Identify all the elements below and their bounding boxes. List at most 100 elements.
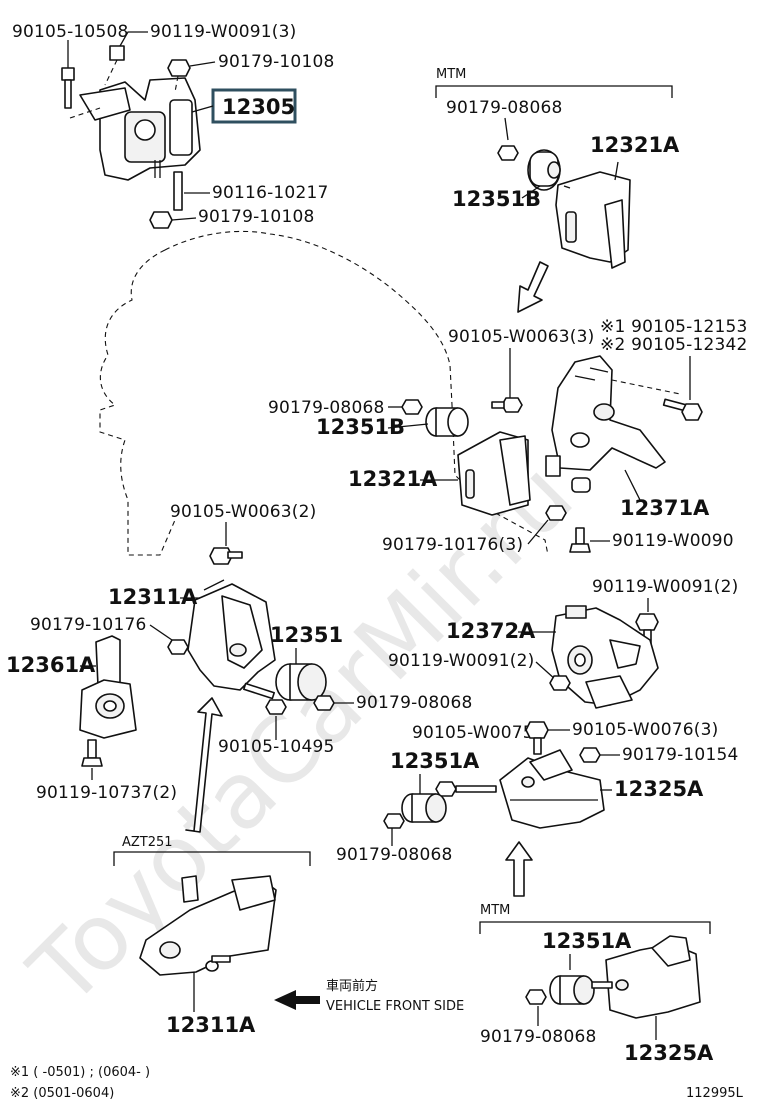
bushing-12351A-b [549,975,595,1005]
bracket-mtm-top [435,85,673,98]
label-90179-08068-b: 90179-08068 [268,398,385,418]
label-mtm-bottom: MTM [480,903,510,918]
label-90105-W0063-2: 90105-W0063(2) [170,502,316,522]
leader-90179-10108-b [171,217,197,221]
label-90119-W0090: 90119-W0090 [612,531,734,551]
footnote-2: ※2 (0501-0604) [10,1086,114,1101]
leader-90179-08068-a [504,117,509,141]
bracket-12321A-a [555,171,631,269]
label-12371A: 12371A [620,496,710,520]
bolt-90105-W0075 [435,781,497,797]
label-90179-08068-e: 90179-08068 [480,1027,597,1047]
label-90179-10176-3: 90179-10176(3) [382,535,523,555]
bolt-90105-W0063-3 [491,397,523,413]
leader-12351B-b [387,423,429,429]
bolt-90105-W0063-2 [209,547,243,565]
nut-90179-10176-3 [545,505,567,521]
label-12325A-b: 12325A [624,1041,714,1065]
label-90179-10154: 90179-10154 [622,745,739,765]
label-12321A-b: 12321A [348,467,438,491]
nut-90179-10108-b [149,211,173,229]
stud-90116-10217 [173,171,183,211]
label-12305: 12305 [222,95,295,119]
vehicle-front-arrow [274,990,320,1010]
leader-12351B-a [521,185,541,199]
nut-90179-08068-d [383,813,405,829]
figure-id: 112995L [686,1086,744,1101]
mount-12371A [545,355,681,493]
label-90116-10217: 90116-10217 [212,183,329,203]
label-90105-W0075: 90105-W0075 [412,723,534,743]
label-12311A-b: 12311A [166,1013,256,1037]
label-12361A: 12361A [6,653,96,677]
nut-90179-10176 [167,639,189,655]
label-90119-10737-2: 90119-10737(2) [36,783,177,803]
engine-mount-12305 [79,77,201,181]
nut-90179-08068-a [497,145,519,161]
leader-90179-10176-3 [527,519,549,545]
bolt-90119-W0091-2-b [549,675,571,691]
bushing-12351B-b [425,407,469,437]
nut-90179-08068-b [401,399,423,415]
label-12321A-a: 12321A [590,133,680,157]
label-90179-08068-d: 90179-08068 [336,845,453,865]
bolt-90119-W0090 [569,527,591,553]
label-mtm-top: MTM [436,67,466,82]
label-90179-10108-b: 90179-10108 [198,207,315,227]
bolt-note-part [662,398,703,421]
bracket-azt251 [113,851,311,866]
label-90119-W0091-2-b: 90119-W0091(2) [388,651,534,671]
arrow-mtm-top [517,261,549,313]
leader-12321A-a [614,161,619,181]
bushing-12351B-a [527,149,561,191]
leader-90179-10176 [149,624,173,641]
bushing-12351A-a [401,793,447,823]
label-note1-part: ※1 90105-12153 [600,317,748,337]
label-90105-W0063-3: 90105-W0063(3) [448,327,594,347]
mount-12372A [551,605,659,709]
bolt-90105-10508 [61,67,75,109]
bracket-12325A-a [499,749,605,829]
bolt-90119-W0091-2-a [635,613,659,645]
nut-90179-10108-a [167,59,191,93]
footnote-1: ※1 ( -0501) ; (0604- ) [10,1065,150,1080]
label-12325A-a: 12325A [614,777,704,801]
bolt-90105-10495 [243,682,287,715]
nut-90179-10154 [579,747,601,763]
label-note2-part: ※2 90105-12342 [600,335,748,355]
bracket-mtm-bottom [479,921,711,934]
leader-90119-top [119,31,148,47]
label-12351B-b: 12351B [316,415,405,439]
label-90105-W0076-3: 90105-W0076(3) [572,720,718,740]
label-12372A: 12372A [446,619,536,643]
bushing-12351 [275,663,327,701]
label-90119-W0091-3: 90119-W0091(3) [150,22,296,42]
leader-12371A [624,469,641,501]
label-azt251: AZT251 [122,835,173,850]
label-12351A-a: 12351A [390,749,480,773]
leader-90179-10108-a [189,61,216,67]
bolt-90119-W0091-top [104,45,125,86]
arrow-mtm-bottom [505,841,533,897]
bolt-90105-W0076-3 [525,721,549,755]
label-90119-W0091-2-a: 90119-W0091(2) [592,577,738,597]
leader-12305 [191,105,214,113]
label-12351B-a: 12351B [452,187,541,211]
engine-outline [99,230,453,556]
label-90179-10176: 90179-10176 [30,615,147,635]
label-90179-08068-a: 90179-08068 [446,98,563,118]
label-12351: 12351 [270,623,343,647]
direction-jp: 車両前方 [326,978,378,994]
label-90179-08068-c: 90179-08068 [356,693,473,713]
label-12351A-b: 12351A [542,929,632,953]
direction-en: VEHICLE FRONT SIDE [326,999,464,1014]
nut-90179-08068-e [525,989,547,1005]
label-90105-10508: 90105-10508 [12,22,129,42]
bracket-12311A-b [139,875,277,976]
bracket-12311A-a [187,579,276,691]
label-90179-10108-a: 90179-10108 [218,52,335,72]
label-12311A-a: 12311A [108,585,198,609]
mount-12361A [79,635,137,767]
